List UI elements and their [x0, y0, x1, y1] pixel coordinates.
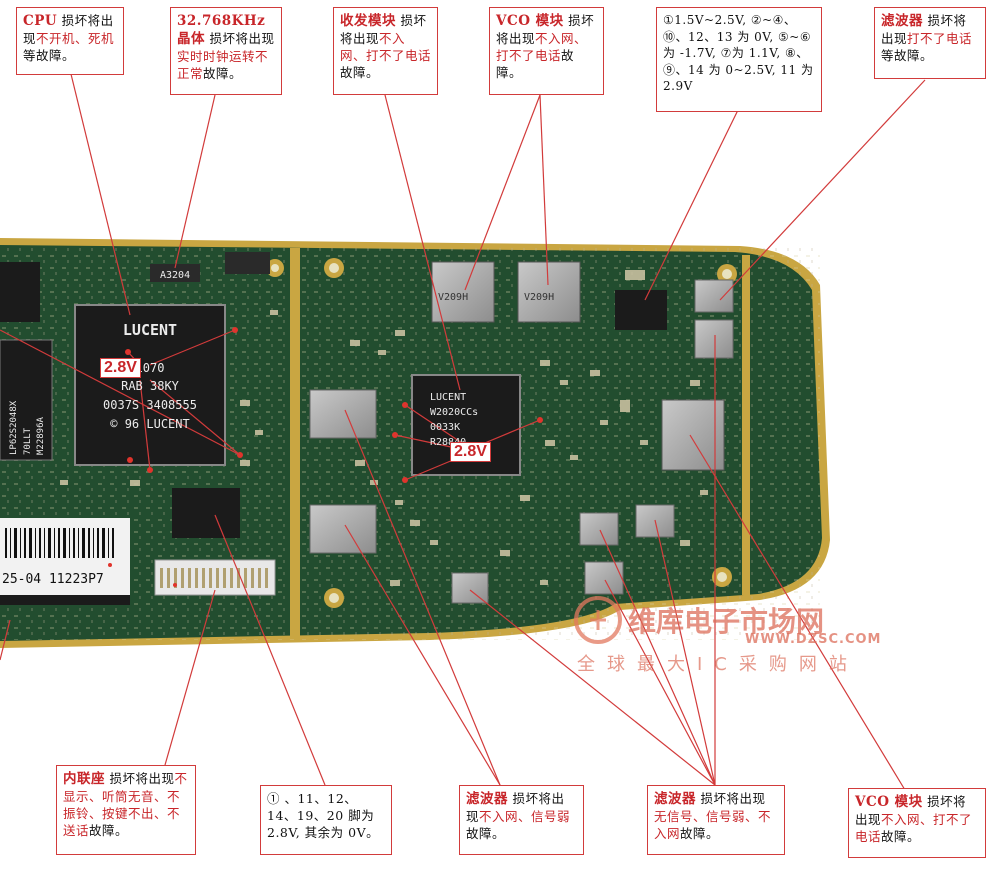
internal-connector [154, 559, 276, 596]
smd-components [60, 270, 708, 586]
callout-transceiver: 收发模块 损坏将出现不入网、打不了电话故障。 [333, 7, 438, 95]
filter-mid [451, 572, 489, 604]
watermark-slogan: 全球最大IC采购网站 [577, 654, 859, 675]
filter-left-1 [309, 389, 377, 439]
cpu-marking-3: RAB 38KY [121, 379, 180, 393]
crystal [150, 264, 200, 282]
rf-marking-1: LUCENT [430, 392, 466, 403]
callout-filter-top: 滤波器 损坏将出现打不了电话等故障。 [874, 7, 986, 79]
callout-pins: ① 、11、12、14、19、20 脚为 2.8V, 其余为 0V。 [260, 785, 392, 855]
leader-lines [0, 69, 926, 791]
callout-crystal: 32.768KHz 晶体 损坏将出现实时时钟运转不正常故障。 [170, 7, 282, 95]
transceiver-module [431, 261, 495, 323]
rf-marking-4: R28840 [430, 437, 466, 448]
cpu-marking-5: © 96 LUCENT [110, 417, 189, 431]
cpu-marking-4: 0037S 3408555 [103, 398, 197, 412]
callout-filter-mid: 滤波器 损坏将出现不入网、信号弱故障。 [459, 785, 584, 855]
callout-title: 滤波器 [466, 791, 508, 807]
filter-r3 [584, 561, 624, 595]
mem-marking-1: LP62S2048X [9, 400, 19, 455]
sticker-text: 25-04 11223P7 [2, 572, 104, 587]
callout-vco-top: VCO 模块 损坏将出现不入网、打不了电话故障。 [489, 7, 604, 95]
vco-module-right [661, 399, 725, 471]
callout-filter-right: 滤波器 损坏将出现无信号、信号弱、不入网故障。 [647, 785, 785, 855]
mem-marking-3: M22896A [36, 416, 46, 455]
module-mark-2: V209H [524, 292, 554, 303]
small-ic [172, 488, 240, 538]
filter-r1 [579, 512, 619, 546]
callout-connector: 内联座 损坏将出现不显示、听筒无音、不振铃、按键不出、不送话故障。 [56, 765, 196, 855]
callout-vco-bottom: VCO 模块 损坏将出现不入网、打不了电话故障。 [848, 788, 986, 858]
memory-chip [0, 339, 53, 461]
watermark-url: WWW.DZSC.COM [745, 632, 882, 647]
filter-top-2 [694, 319, 734, 359]
callout-title: VCO 模块 [496, 13, 564, 29]
voltage-tag-cpu: 2.8V [100, 358, 141, 378]
rf-marking-2: W2020CCs [430, 407, 478, 418]
module-mark-1: V209H [438, 292, 468, 303]
barcode [5, 528, 114, 558]
callout-title: CPU [23, 13, 58, 29]
callout-title: 滤波器 [654, 791, 696, 807]
callout-title: VCO 模块 [855, 794, 923, 810]
callout-title: 滤波器 [881, 13, 923, 29]
cpu-marking-1: LUCENT [123, 321, 177, 339]
callout-title: 内联座 [63, 771, 105, 787]
mem-marking-2: 70LLT [23, 427, 33, 455]
voltage-chip [615, 290, 667, 330]
callout-title: 32.768KHz 晶体 [177, 13, 266, 47]
filter-left-2 [309, 504, 377, 554]
voltage-tag-rf: 2.8V [450, 442, 491, 462]
callout-voltages: ①1.5V~2.5V, ②~④、⑩、12、13 为 0V, ⑤~⑥为 -1.7V… [656, 7, 822, 112]
watermark-brand: 维库电子市场网 [628, 605, 825, 638]
filter-top-1 [694, 279, 734, 313]
callout-title: 收发模块 [340, 13, 396, 29]
cpu-chip [74, 304, 226, 466]
callout-cpu: CPU 损坏将出现不开机、死机等故障。 [16, 7, 124, 75]
crystal-mark: A3204 [160, 270, 190, 281]
cpu-marking-2: 1070 [136, 361, 165, 375]
vco-module-top [517, 261, 581, 323]
rf-marking-3: 0033K [430, 422, 460, 433]
